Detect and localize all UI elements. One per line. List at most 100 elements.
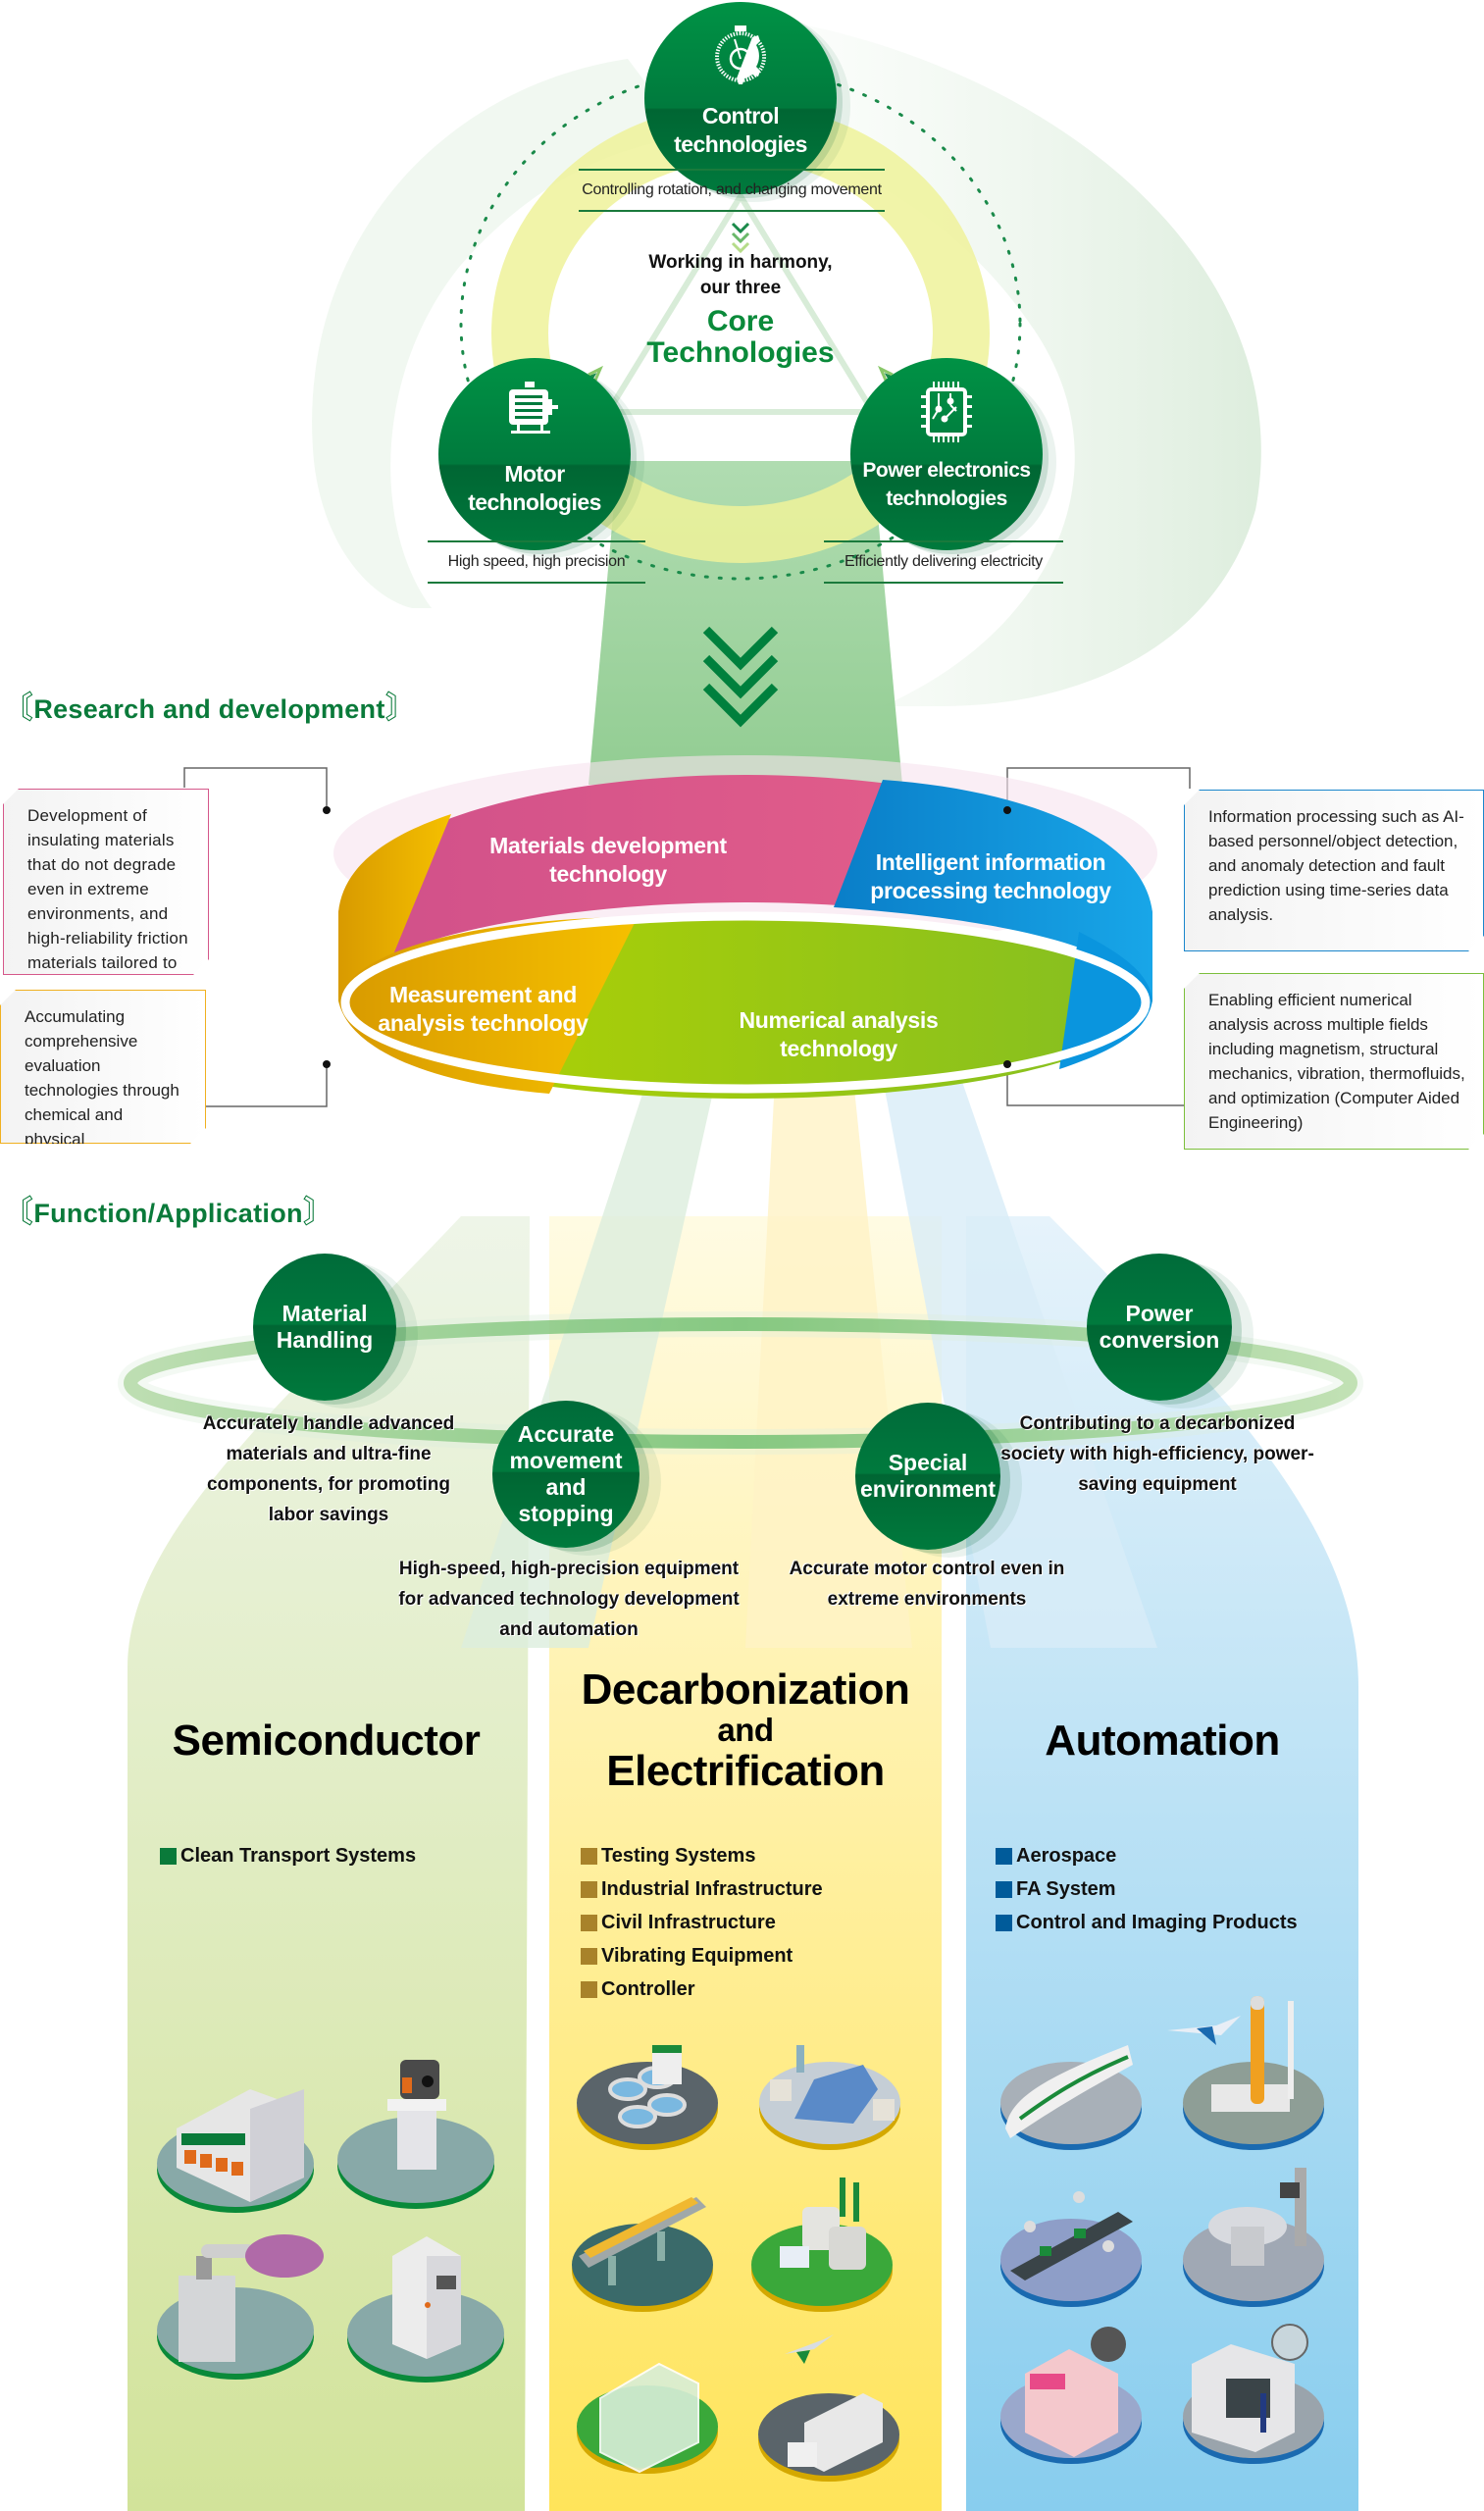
motor-technologies-circle: Motor technologies [438, 358, 631, 550]
list-item[interactable]: Clean Transport Systems [160, 1839, 416, 1872]
materials-ring-label: Materials development technology [489, 833, 727, 887]
semiconductor-list: Clean Transport Systems [160, 1839, 416, 1872]
list-item-label: Aerospace [1016, 1845, 1117, 1867]
research-section-title: 〘Research and development〙 [2, 683, 417, 728]
power-title-line2: technologies [886, 487, 1007, 510]
special-environment-desc: Accurate motor control even in extreme e… [789, 1559, 1065, 1610]
lng-power-plant-illustration [751, 2178, 893, 2312]
bracket-close-icon: 〙 [384, 690, 417, 725]
function-ring [124, 1317, 1357, 1449]
list-item-label: Controller [601, 1978, 695, 2000]
vibrating-conveyor-illustration [572, 2197, 713, 2312]
automated-guided-vehicle-illustration [347, 2236, 504, 2383]
core-heading-line2: Technologies [646, 336, 835, 369]
bullet-train-illustration [1000, 2045, 1142, 2150]
decarbonization-title-line3: Electrification [606, 1747, 885, 1795]
power-electronics-circle: Power electronics technologies [850, 358, 1043, 550]
power-title-line1: Power electronics [862, 459, 1031, 482]
photo-booth-illustration [1000, 2327, 1142, 2464]
wafer-handling-system-illustration [1183, 2168, 1324, 2307]
decarbonization-title-line1: Decarbonization [581, 1665, 910, 1714]
bracket-open-icon: 〘 [2, 1194, 34, 1229]
core-intro-line2: our three [699, 278, 782, 298]
research-title-text: Research and development [33, 694, 385, 724]
bullet-square-icon [581, 1947, 597, 1965]
truck-and-aircraft-illustration [758, 2334, 899, 2482]
list-item-label: Vibrating Equipment [601, 1945, 793, 1967]
list-item-label: Industrial Infrastructure [601, 1878, 823, 1900]
rocket-and-jet-illustration [1167, 1996, 1324, 2150]
bracket-close-icon: 〙 [302, 1194, 335, 1229]
smart-greenhouse-illustration [577, 2362, 718, 2474]
list-item[interactable]: FA System [996, 1872, 1298, 1906]
bullet-square-icon [581, 1880, 597, 1898]
control-title-line1: Control [701, 103, 780, 128]
automation-title: Automation [1045, 1717, 1280, 1765]
intelligent-ring-label: Intelligent information processing techn… [870, 849, 1111, 903]
numerical-ring-label: Numerical analysis technology [739, 1007, 939, 1061]
control-tagline: Controlling rotation, and changing movem… [579, 169, 885, 212]
down-chevrons-icon [702, 626, 779, 728]
semiconductor-title: Semiconductor [172, 1717, 481, 1765]
core-heading-line1: Core [706, 305, 775, 337]
decarbonization-list: Testing Systems Industrial Infrastructur… [581, 1839, 823, 2006]
list-item[interactable]: Aerospace [996, 1839, 1298, 1872]
power-conversion-circle: Power conversion [1087, 1254, 1232, 1401]
bullet-square-icon [996, 1880, 1012, 1898]
bullet-square-icon [996, 1847, 1012, 1865]
accurate-movement-desc: High-speed, high-precision equipment for… [398, 1559, 740, 1640]
power-tagline: Efficiently delivering electricity [824, 540, 1063, 584]
special-environment-circle: Special environment [855, 1403, 1000, 1550]
stopwatch-gear-icon [715, 26, 767, 84]
bullet-square-icon [581, 1847, 597, 1865]
bullet-square-icon [160, 1847, 177, 1865]
bullet-square-icon [581, 1914, 597, 1931]
list-item[interactable]: Controller [581, 1973, 823, 2006]
bullet-square-icon [581, 1980, 597, 1998]
intelligent-description: Information processing such as AI-based … [1184, 790, 1484, 951]
list-item[interactable]: Control and Imaging Products [996, 1906, 1298, 1939]
motor-icon [509, 382, 558, 434]
measurement-ring-label: Measurement and analysis technology [378, 982, 588, 1036]
water-treatment-plant-illustration [577, 2045, 718, 2150]
vehicle-testing-system-illustration [759, 2045, 900, 2150]
wafer-transfer-robot-illustration [157, 2234, 324, 2380]
list-item[interactable]: Testing Systems [581, 1839, 823, 1872]
rnd-ring [323, 755, 1157, 1099]
motor-title-line2: technologies [468, 489, 601, 515]
list-item-label: Clean Transport Systems [180, 1845, 417, 1867]
decorative-arc [706, 10, 1261, 706]
material-handling-circle: Material Handling [253, 1254, 396, 1401]
list-item-label: Control and Imaging Products [1016, 1912, 1298, 1933]
core-triangle [602, 190, 879, 415]
control-title-line2: technologies [674, 131, 807, 157]
inspection-machine-illustration [1183, 2324, 1324, 2464]
motor-tagline: High speed, high precision [428, 540, 645, 584]
list-item[interactable]: Civil Infrastructure [581, 1906, 823, 1939]
core-intro-line1: Working in harmony, [648, 252, 833, 273]
core-intro: Working in harmony, our three [628, 250, 853, 301]
decarbonization-title: Decarbonization and Electrification [549, 1667, 942, 1795]
core-technologies-heading: Core Technologies [628, 306, 853, 369]
robot-assembly-line-illustration [1000, 2191, 1142, 2307]
list-item-label: FA System [1016, 1878, 1116, 1900]
decarbonization-title-line2: and [717, 1712, 774, 1748]
bullet-square-icon [996, 1914, 1012, 1931]
semiconductor-processing-equipment-illustration [157, 2089, 314, 2213]
control-technologies-circle: Control technologies [644, 2, 837, 194]
decorative-arc-left [312, 59, 687, 608]
motor-title-line1: Motor [504, 461, 565, 487]
function-title-text: Function/Application [33, 1199, 303, 1228]
circuit-chip-icon [921, 382, 972, 442]
numerical-description: Enabling efficient numerical analysis ac… [1184, 973, 1484, 1150]
core-dotted-ring [459, 67, 1022, 581]
power-conversion-desc: Contributing to a decarbonized society w… [1000, 1413, 1314, 1495]
wafer-inspection-unit-illustration [337, 2060, 494, 2209]
list-item[interactable]: Industrial Infrastructure [581, 1872, 823, 1906]
bracket-open-icon: 〘 [2, 690, 34, 725]
list-item-label: Testing Systems [601, 1845, 756, 1867]
material-handling-desc: Accurately handle advanced materials and… [202, 1413, 455, 1525]
accurate-movement-circle: Accurate movement and stopping [492, 1401, 640, 1548]
list-item[interactable]: Vibrating Equipment [581, 1939, 823, 1973]
